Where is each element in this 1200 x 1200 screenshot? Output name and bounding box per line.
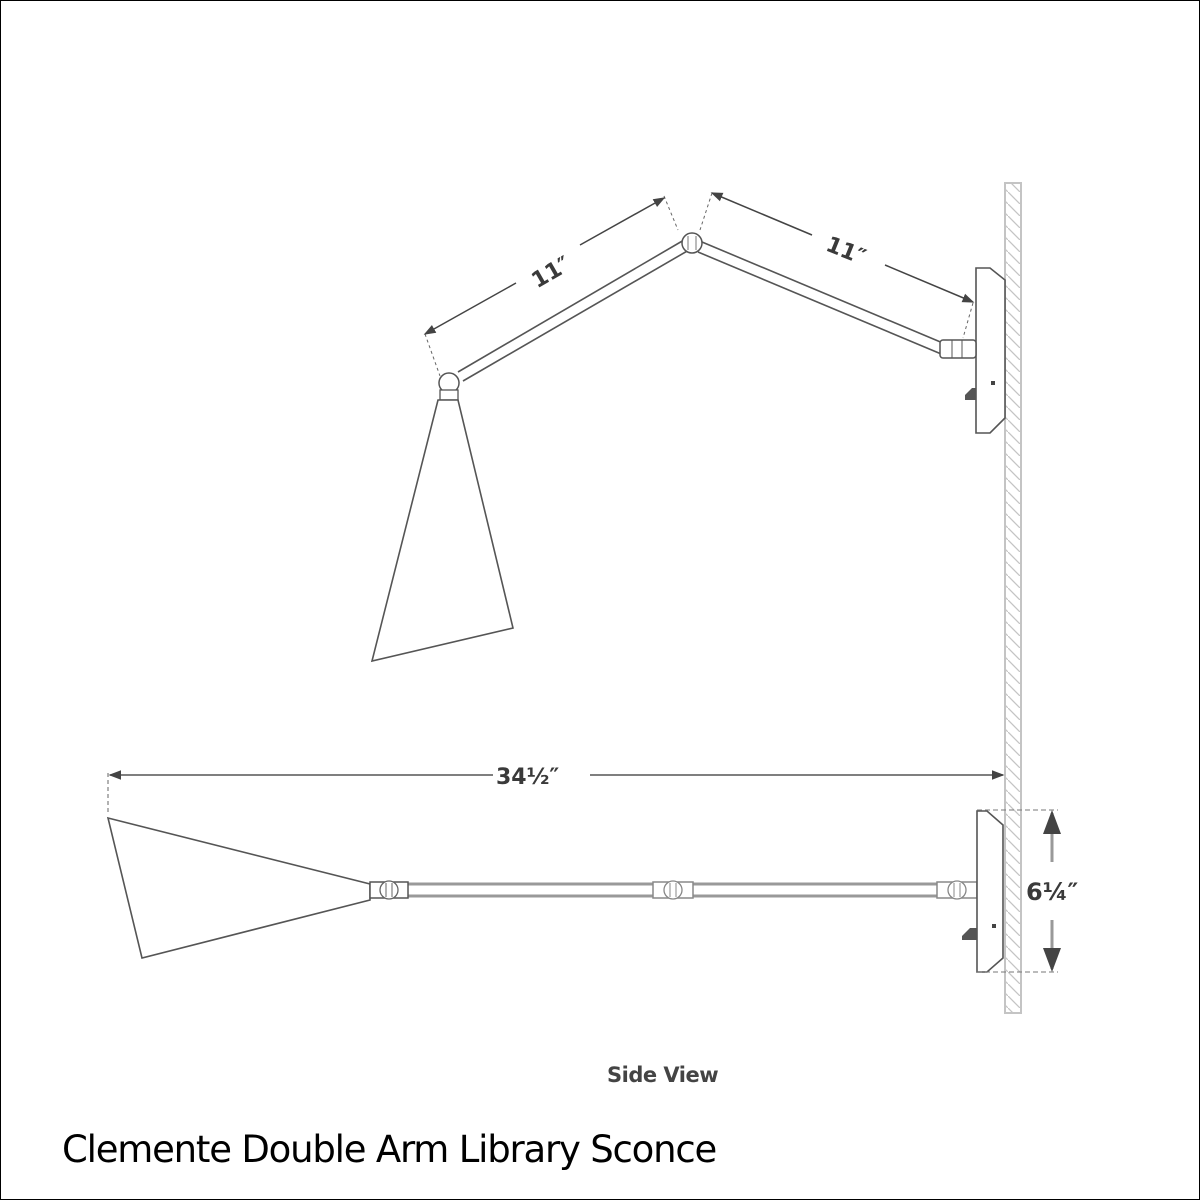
lower-wall-knuckle	[936, 880, 978, 900]
upper-arm-dimension-right: 11″	[699, 192, 975, 339]
upper-shade	[370, 399, 514, 663]
view-label: Side View	[607, 1063, 719, 1087]
backplate-height-dimension: 6¼″	[977, 809, 1079, 973]
upper-arm-length-label: 11″	[528, 252, 576, 294]
overall-extension-label: 34½″	[496, 765, 559, 790]
upper-arm-segment-2	[697, 241, 951, 357]
upper-middle-knuckle	[681, 232, 703, 254]
product-title: Clemente Double Arm Library Sconce	[62, 1128, 717, 1171]
upper-shade-knuckle	[438, 372, 460, 401]
upper-wall-knuckle	[939, 339, 977, 359]
overall-extension-dimension: 34½″	[107, 765, 1005, 815]
lower-shade-knuckle	[369, 880, 409, 900]
lower-middle-knuckle	[652, 880, 694, 900]
upper-arm-segment-1	[457, 239, 690, 382]
lower-shade	[106, 816, 371, 959]
backplate-height-label: 6¼″	[1026, 878, 1079, 906]
wall	[1004, 182, 1022, 1014]
lower-backplate	[962, 810, 1004, 973]
upper-backplate	[965, 267, 1006, 434]
lower-arm-length-label: 11″	[822, 232, 869, 270]
upper-arm-dimension-left: 11″	[423, 195, 679, 377]
